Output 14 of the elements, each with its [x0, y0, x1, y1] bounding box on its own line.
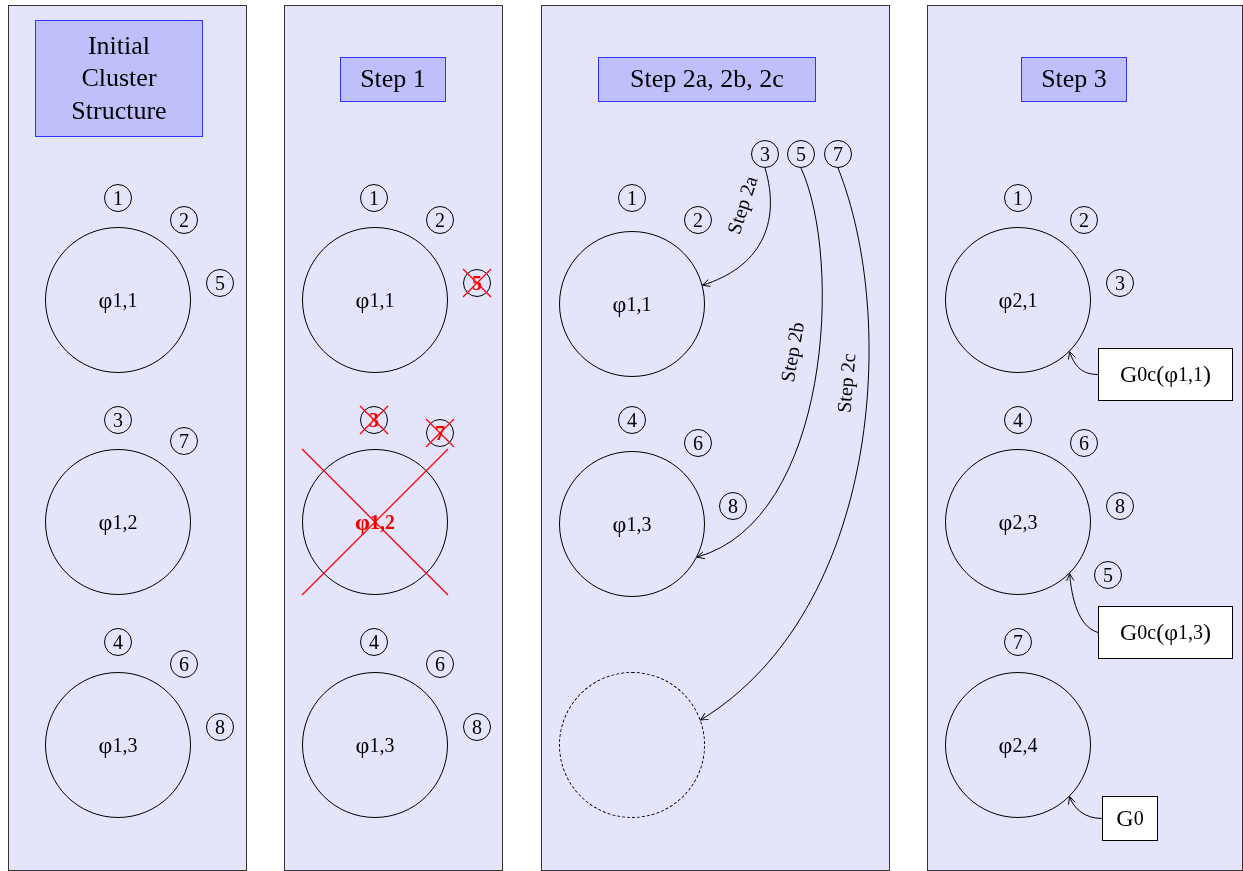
step-heading: Step 2a, 2b, 2c	[598, 57, 816, 102]
curved-arrow	[702, 167, 771, 287]
curved-arrow	[1068, 796, 1103, 819]
curved-arrow	[700, 167, 870, 721]
panel-background	[8, 5, 247, 871]
step-heading: Step 1	[340, 57, 446, 102]
curved-arrow	[1066, 573, 1099, 633]
step-heading: Initial Cluster Structure	[35, 20, 203, 137]
panel-background	[284, 5, 503, 871]
curved-arrow	[696, 167, 823, 558]
panel-background	[927, 5, 1243, 871]
curved-arrow	[1068, 351, 1099, 375]
step-heading: Step 3	[1021, 57, 1127, 102]
panel-background	[541, 5, 890, 871]
